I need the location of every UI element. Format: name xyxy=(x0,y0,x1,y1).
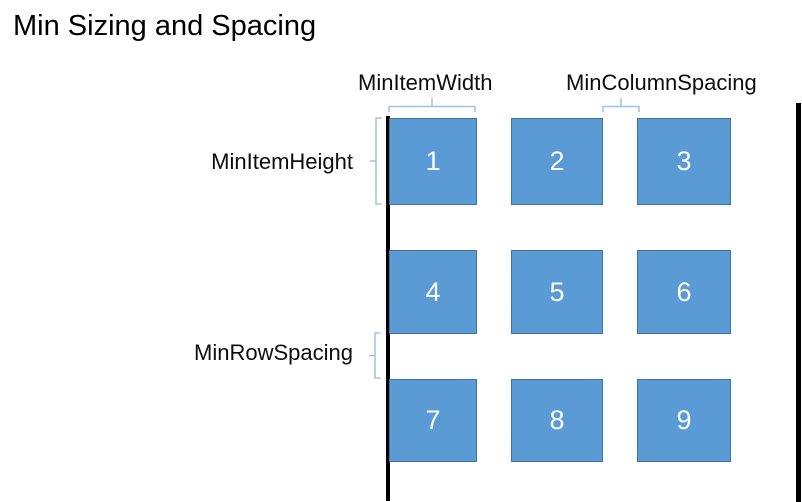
min-item-width-label: MinItemWidth xyxy=(358,70,493,95)
min-column-spacing-brace-icon xyxy=(602,98,640,112)
min-item-width-brace-icon xyxy=(388,98,476,112)
right-boundary-line xyxy=(796,103,801,502)
min-column-spacing-label: MinColumnSpacing xyxy=(566,70,757,95)
min-item-height-brace-icon xyxy=(370,117,382,205)
grid-item: 6 xyxy=(637,250,731,334)
grid-item: 9 xyxy=(637,379,731,462)
grid-item: 5 xyxy=(511,250,603,334)
grid-item: 2 xyxy=(511,118,603,205)
grid-item: 8 xyxy=(511,379,603,462)
min-row-spacing-label: MinRowSpacing xyxy=(194,340,353,365)
grid-item: 4 xyxy=(389,250,477,334)
grid-item: 7 xyxy=(389,379,477,462)
grid-item: 3 xyxy=(637,118,731,205)
grid-item: 1 xyxy=(389,118,477,205)
min-row-spacing-brace-icon xyxy=(369,332,381,379)
page-title: Min Sizing and Spacing xyxy=(13,10,317,42)
min-item-height-label: MinItemHeight xyxy=(211,149,353,174)
left-boundary-line xyxy=(386,116,390,501)
